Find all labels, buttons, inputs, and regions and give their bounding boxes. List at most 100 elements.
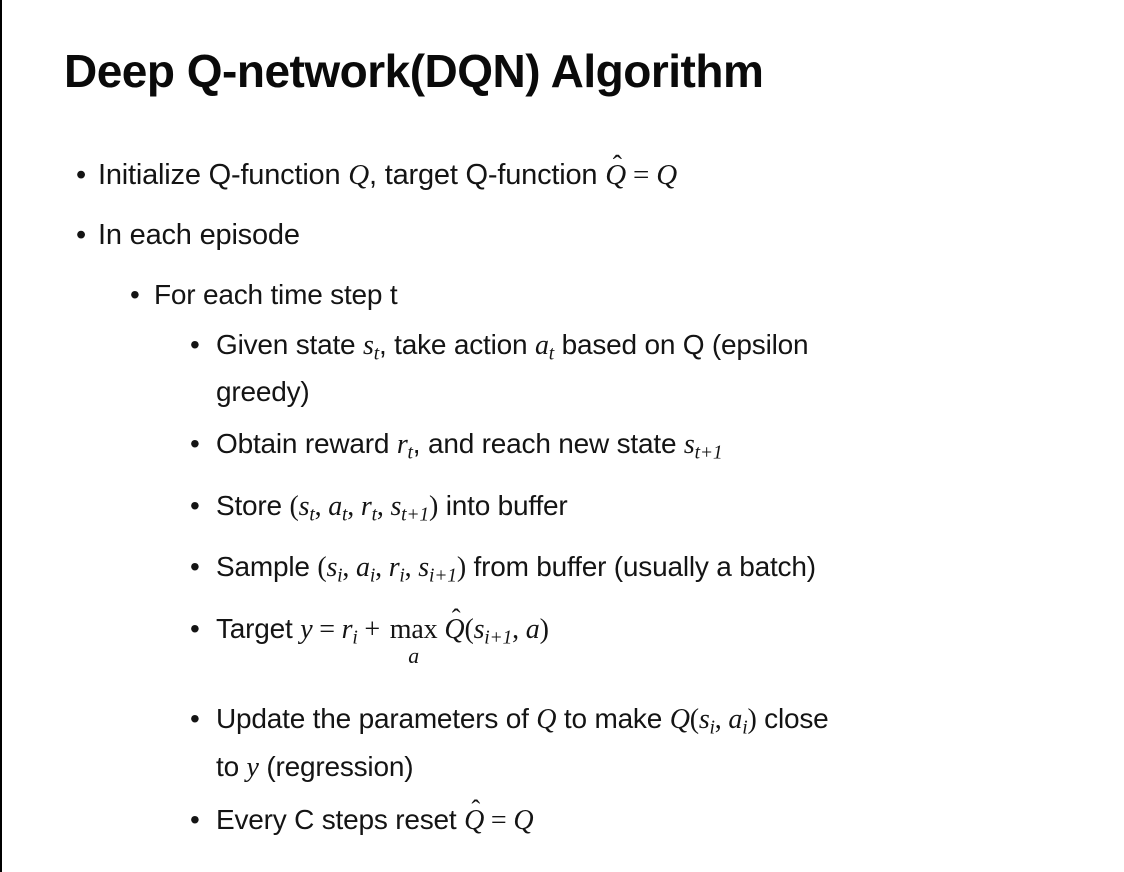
math-subscript: i	[337, 565, 343, 587]
math-operator: =	[625, 159, 657, 191]
math-subscripted: ri	[341, 613, 358, 648]
math-subscript: t	[548, 343, 554, 365]
math-subscript: i	[399, 565, 405, 587]
math-variable: Q	[669, 704, 690, 736]
text-run: to	[216, 750, 247, 782]
math-base: s	[698, 704, 710, 736]
math-variable: Q	[348, 159, 370, 191]
bullet-item-4: • Given state s t , take action at based on…	[64, 326, 1108, 411]
bullet-item-2: •In each episode	[64, 216, 1108, 255]
math-base: r	[388, 552, 400, 584]
hat-accent: ˆ	[612, 148, 622, 180]
bullet-icon: •	[130, 279, 140, 310]
text-run: based on Q (epsilon	[554, 329, 809, 360]
text-run: Target	[216, 612, 301, 644]
math-subscripted: ai	[728, 703, 747, 738]
math-base: s	[390, 490, 402, 522]
math-subscripted: si	[698, 703, 715, 738]
math-base: Q	[444, 613, 465, 645]
bullet-icon: •	[190, 329, 200, 360]
math-operator: ,	[376, 490, 391, 522]
math-subscripted: at	[534, 329, 554, 364]
hat-accent: ˆ	[471, 794, 481, 825]
bullet-item-5: •Obtain reward rt, and reach new state s…	[64, 425, 1108, 472]
bullet-icon: •	[190, 489, 200, 521]
math-variable: Q	[656, 159, 677, 191]
text-run: close	[756, 703, 829, 735]
math-subscripted: rt	[396, 428, 413, 463]
math-operator: )	[539, 613, 549, 645]
text-run: into buffer	[438, 489, 568, 521]
math-operator: ,	[404, 552, 419, 584]
math-subscript: t	[342, 504, 348, 526]
math-subscript: i	[742, 717, 748, 739]
text-run: Store	[216, 489, 290, 521]
math-operator: ,	[314, 490, 329, 522]
math-base: s	[418, 552, 429, 584]
math-base: r	[396, 429, 408, 461]
math-subscript: i	[369, 565, 376, 587]
math-operator: ,	[375, 552, 389, 584]
text-run: In each episode	[98, 219, 300, 251]
math-operator: ,	[347, 490, 361, 522]
math-subscript: i+1	[484, 627, 513, 649]
slide-title: Deep Q-network(DQN) Algorithm	[64, 45, 764, 97]
math-operator: (	[464, 613, 474, 645]
bullet-icon: •	[190, 551, 200, 583]
math-subscripted: rt	[360, 490, 377, 525]
math-subscripted: st	[298, 490, 315, 525]
bullet-text: In each episode	[98, 216, 1108, 255]
bullet-icon: •	[76, 159, 87, 191]
text-run: Update the parameters of	[216, 703, 537, 735]
text-run: from buffer (usually a batch)	[465, 551, 816, 583]
text-run: (regression)	[258, 750, 414, 782]
math-operator: =	[484, 804, 514, 836]
bullet-item-6: •Store (st, at, rt, st+1) into buffer	[64, 487, 1108, 534]
bullet-icon: •	[190, 612, 200, 644]
text-run: Sample	[216, 551, 318, 583]
math-base: s	[683, 429, 695, 461]
bullet-item-3: •For each time step t	[64, 276, 1108, 314]
math-base: r	[341, 613, 353, 645]
math-operator: )	[429, 490, 439, 522]
bullet-text: Store (st, at, rt, st+1) into buffer	[216, 487, 1108, 534]
math-subscript: t+1	[401, 504, 430, 526]
bullet-text: Update the parameters of Q to make Q(si,…	[216, 700, 1108, 786]
text-run: , take action	[378, 329, 535, 360]
math-base: r	[360, 490, 372, 522]
bullet-icon: •	[190, 803, 200, 835]
text-run: to make	[556, 703, 670, 735]
math-variable: a	[525, 613, 540, 645]
bullet-item-9: •Update the parameters of Q to make Q(si…	[64, 700, 1108, 786]
math-operator: )	[456, 552, 466, 584]
math-base: s	[298, 490, 310, 522]
math-base: Q	[464, 804, 485, 836]
math-variable: Q	[513, 804, 534, 836]
bullet-icon: •	[190, 428, 200, 460]
text-run: , target Q-function	[369, 159, 606, 191]
math-base: s	[363, 330, 374, 361]
math-subscript: i	[352, 627, 358, 649]
math-subscript: t+1	[694, 442, 723, 464]
math-operator: +	[357, 613, 387, 645]
math-base: a	[328, 490, 343, 522]
math-base: a	[728, 704, 743, 736]
math-operator: ,	[342, 552, 357, 584]
math-subscript: i+1	[428, 565, 457, 587]
bullet-text: Given state s t , take action at based on …	[216, 326, 1108, 411]
max-label: max	[389, 613, 438, 645]
math-subscripted: ri	[388, 551, 405, 586]
math-operator: ,	[714, 704, 729, 736]
math-base: a	[356, 552, 370, 584]
math-subscript: i	[709, 717, 715, 739]
text-run: Given state	[216, 329, 364, 360]
math-base: a	[534, 330, 549, 361]
bullet-text: Sample (si, ai, ri, si+1) from buffer (u…	[216, 548, 1108, 595]
math-subscripted: st+1	[683, 428, 723, 463]
text-run: Obtain reward	[216, 428, 397, 460]
